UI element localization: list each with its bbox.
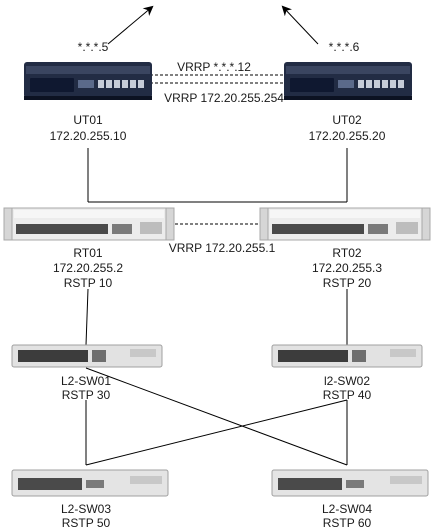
link-rt01-sw01	[85, 288, 89, 346]
switch-sw03	[11, 469, 169, 497]
wan-ip-ut01: *.*.*.5	[78, 40, 109, 54]
sw01-rstp: RSTP 30	[62, 388, 111, 402]
vrrp-rt-label: VRRP 172.20.255.1	[169, 241, 276, 255]
switch-sw01	[11, 344, 163, 368]
sw04-rstp: RSTP 60	[323, 516, 372, 530]
sw02-rstp: RSTP 40	[323, 388, 372, 402]
vrrp-wan-label: VRRP *.*.*.12	[177, 60, 251, 74]
router-rt01	[3, 207, 175, 241]
rt01-ip: 172.20.255.2	[53, 261, 123, 275]
sw03-rstp: RSTP 50	[62, 516, 111, 530]
ut01-ip: 172.20.255.10	[50, 129, 127, 143]
rt02-name: RT02	[332, 246, 361, 260]
router-rt02	[259, 207, 431, 241]
rt02-ip: 172.20.255.3	[312, 261, 382, 275]
wan-ip-ut02: *.*.*.6	[329, 40, 360, 54]
utm-appliance-ut01	[24, 62, 152, 100]
switch-sw02	[271, 344, 423, 368]
rt01-name: RT01	[73, 246, 102, 260]
link-sw03-sw02	[85, 399, 348, 466]
ut02-name: UT02	[332, 113, 362, 127]
switch-sw04	[271, 469, 429, 497]
rt02-rstp: RSTP 20	[323, 276, 372, 290]
vrrp-ut-label: VRRP 172.20.255.254	[164, 91, 284, 105]
sw04-name: L2-SW04	[322, 502, 372, 516]
uplink-arrow-ut02	[281, 5, 319, 45]
sw02-name: l2-SW02	[324, 374, 370, 388]
ut01-name: UT01	[73, 113, 103, 127]
link-sw01-sw04	[85, 367, 348, 466]
utm-appliance-ut02	[284, 62, 412, 100]
rt01-rstp: RSTP 10	[64, 276, 113, 290]
sw01-name: L2-SW01	[61, 374, 111, 388]
sw03-name: L2-SW03	[61, 502, 111, 516]
uplink-arrow-ut01	[107, 5, 154, 45]
ut02-ip: 172.20.255.20	[309, 129, 386, 143]
